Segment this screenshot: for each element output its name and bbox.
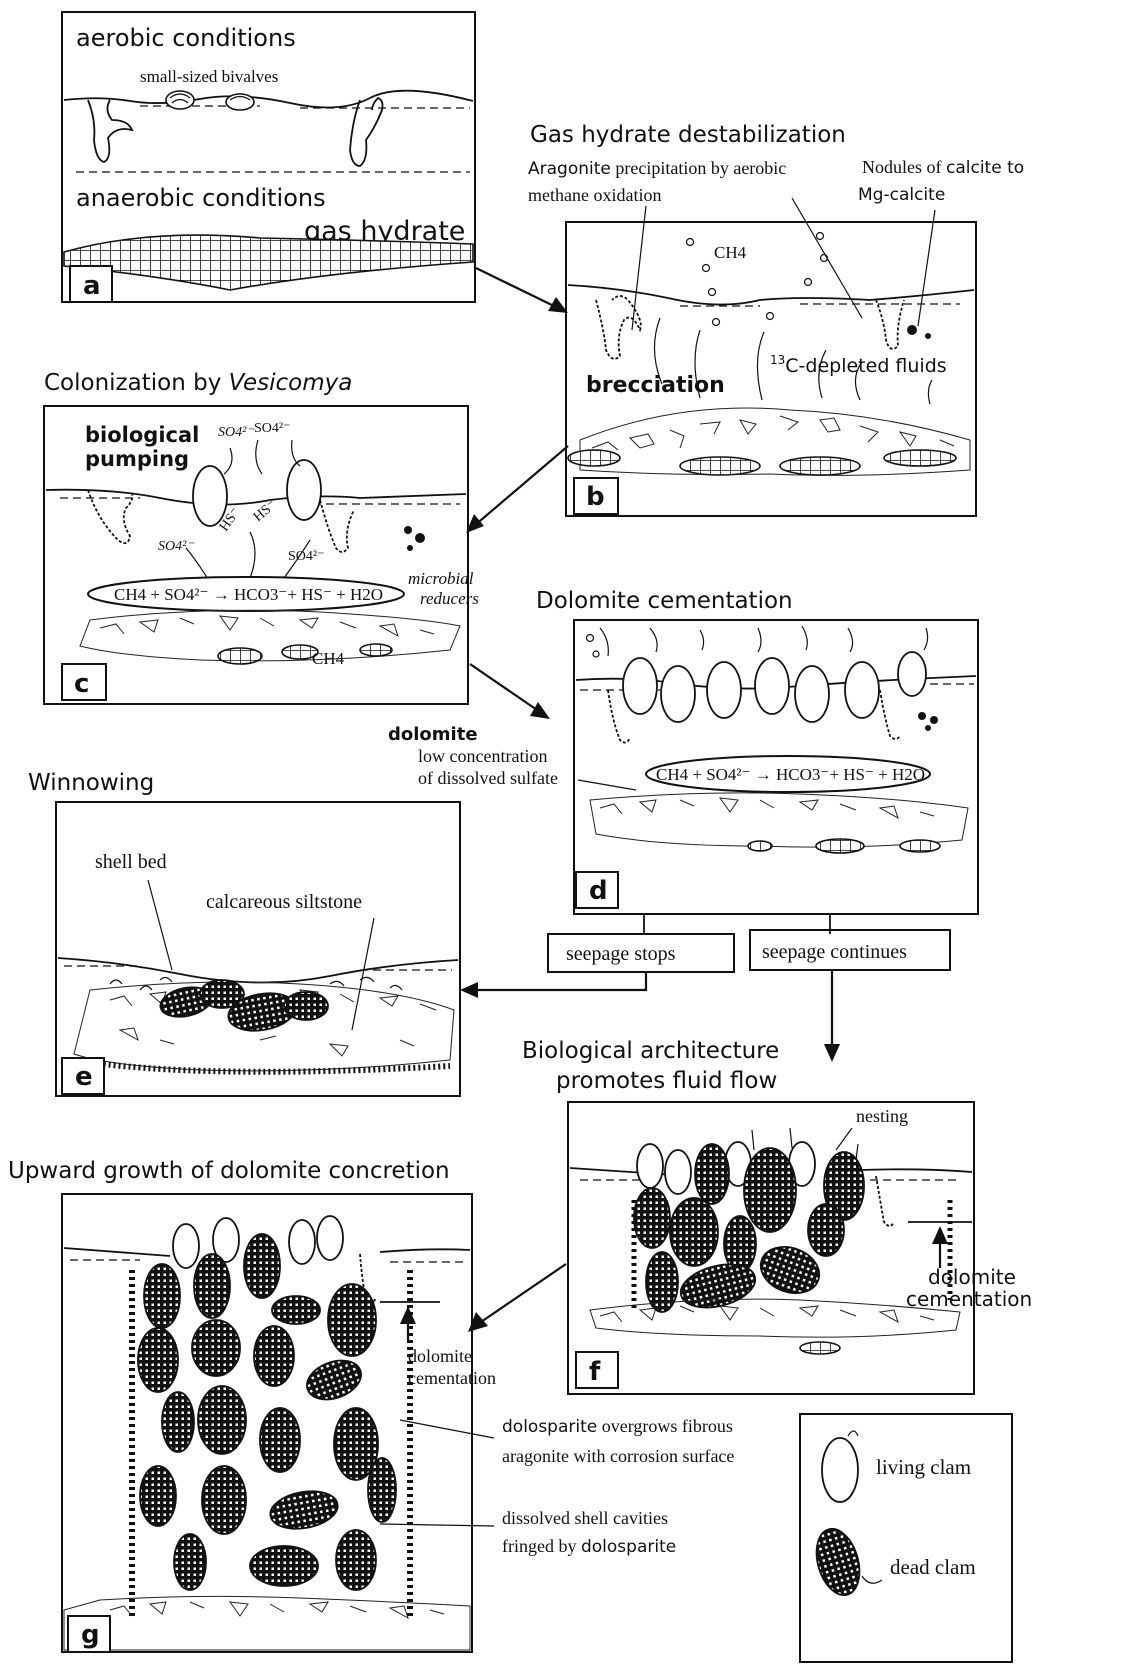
panel-g: Upward growth of dolomite concretion	[8, 1158, 734, 1652]
hs-label-2: HS⁻	[251, 497, 280, 525]
brecciation-label: brecciation	[586, 373, 725, 398]
nodules-label: Nodules of calcite to	[862, 157, 1024, 178]
reaction-c: CH4 + SO4²⁻ → HCO3⁻+ HS⁻ + H2O	[114, 585, 383, 604]
panel-f-letter: f	[589, 1357, 601, 1387]
legend-dead: dead clam	[890, 1555, 976, 1579]
so4-label-4: SO4²⁻	[288, 549, 324, 564]
seepage-stops-label: seepage stops	[566, 943, 676, 965]
dead-clam-icon	[809, 1524, 866, 1600]
panel-c: Colonization by Vesicomya biological pum…	[44, 370, 479, 704]
dolomite-label-g: dolomite	[408, 1346, 472, 1366]
dolomite-label-d: dolomite	[388, 724, 478, 745]
panel-d-letter: d	[589, 876, 608, 906]
siphon-icon	[848, 1431, 858, 1436]
arrow-b-c	[466, 446, 568, 533]
aragonite-label: Aragonite precipitation by aerobic	[528, 158, 786, 179]
cementation-label-f: cementation	[906, 1287, 1032, 1311]
panel-f-title-1: Biological architecture	[522, 1038, 779, 1064]
cementation-label-g: cementation	[408, 1368, 496, 1388]
panel-e: Winnowing shell bed calcareous siltstone…	[28, 770, 460, 1096]
nesting-label: nesting	[856, 1106, 908, 1126]
aragonite-label-2: methane oxidation	[528, 185, 661, 205]
so4-label-1: SO4²⁻	[218, 425, 255, 440]
pumping-label-1: biological	[85, 423, 199, 447]
shell-bed-label: shell bed	[95, 851, 167, 873]
aerobic-label: aerobic conditions	[76, 24, 296, 52]
panel-e-title: Winnowing	[28, 770, 154, 796]
panel-g-letter: g	[81, 1620, 100, 1650]
arrow-f-g	[468, 1264, 566, 1332]
low-conc-2: of dissolved sulfate	[418, 768, 558, 788]
living-clam-icon	[822, 1438, 858, 1502]
panel-a-letter: a	[83, 271, 101, 301]
so4-label-2: SO4²⁻	[254, 421, 290, 436]
mg-calcite-label: Mg-calcite	[858, 185, 945, 205]
cavities-label-2: fringed by dolosparite	[502, 1536, 676, 1557]
microbial-label-1: microbial	[408, 569, 474, 588]
dolomite-label-f: dolomite	[928, 1265, 1016, 1289]
panel-c-letter: c	[74, 669, 89, 699]
dolosparite-label: dolosparite overgrows fibrous	[502, 1416, 733, 1437]
panel-d-title: Dolomite cementation	[536, 588, 793, 614]
microbial-label-2: reducers	[420, 589, 479, 608]
panel-e-letter: e	[75, 1062, 93, 1092]
c13-label: 13C-depleted fluids	[770, 353, 947, 377]
panel-b: Gas hydrate destabilization Aragonite pr…	[528, 122, 1024, 516]
arrow-c-d	[470, 664, 550, 719]
panel-c-title: Colonization by Vesicomya	[44, 370, 352, 396]
legend: living clam dead clam	[800, 1414, 1012, 1662]
arrow-a-b	[476, 268, 568, 313]
reaction-d: CH4 + SO4²⁻ → HCO3⁻+ HS⁻ + H2O	[656, 765, 925, 784]
panel-f-title-2: promotes fluid flow	[556, 1068, 777, 1094]
pumping-label-2: pumping	[85, 447, 189, 471]
anaerobic-label: anaerobic conditions	[76, 184, 326, 212]
panel-g-title: Upward growth of dolomite concretion	[8, 1158, 450, 1184]
dolosparite-label-2: aragonite with corrosion surface	[502, 1446, 734, 1466]
panel-d: Dolomite cementation dolomite low concen…	[388, 588, 978, 914]
panel-f: Biological architecture promotes fluid f…	[522, 1038, 1032, 1394]
cavities-label-1: dissolved shell cavities	[502, 1508, 668, 1528]
panel-a: aerobic conditions small-sized bivalves …	[62, 12, 475, 302]
siltstone-label: calcareous siltstone	[206, 891, 362, 913]
ch4-label-c: CH4	[312, 649, 345, 668]
seepage-continues-label: seepage continues	[762, 941, 907, 963]
ch4-label: CH4	[714, 243, 747, 262]
trail-icon	[862, 1576, 882, 1583]
bivalves-label: small-sized bivalves	[140, 67, 278, 86]
panel-b-title: Gas hydrate destabilization	[530, 122, 846, 148]
legend-living: living clam	[876, 1455, 971, 1479]
low-conc-1: low concentration	[418, 746, 547, 766]
panel-b-letter: b	[586, 482, 605, 512]
